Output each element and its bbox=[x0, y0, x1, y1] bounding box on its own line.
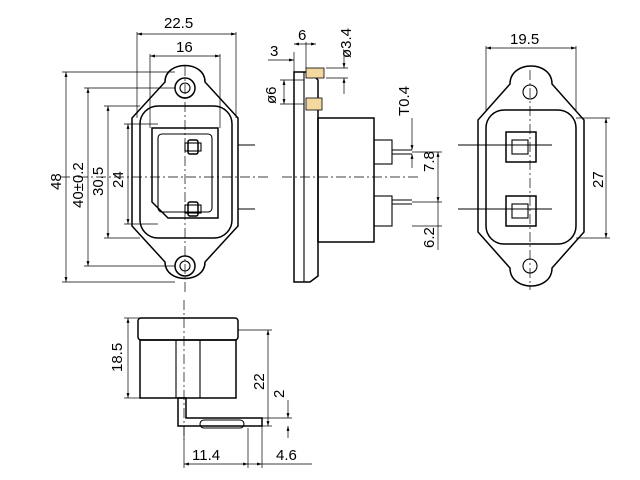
bottom-view: 18.5 22 2 11.4 4.6 bbox=[109, 300, 312, 468]
dim-front-window-height: 24 bbox=[110, 171, 127, 188]
dim-front-hole-spacing: 40±0.2 bbox=[70, 162, 87, 208]
dim-rear-height: 27 bbox=[590, 171, 607, 188]
dim-bottom-terminal: 4.6 bbox=[276, 447, 297, 464]
side-terminal-bottom bbox=[373, 195, 393, 227]
dim-bottom-depth: 22 bbox=[251, 373, 268, 390]
dim-side-pin-low: 6.2 bbox=[421, 227, 438, 248]
front-contact-bottom bbox=[187, 201, 199, 217]
rear-terminal-top bbox=[505, 131, 537, 163]
rear-view: 19.5 27 bbox=[458, 31, 610, 290]
rear-body-outline bbox=[485, 109, 577, 245]
bottom-terminal bbox=[177, 397, 263, 427]
dim-side-terminal-thickness: T0.4 bbox=[396, 86, 413, 116]
dim-side-diameter: ø6 bbox=[263, 86, 280, 104]
side-view: 3 6 ø3.4 ø6 T0.4 7.8 6.2 bbox=[263, 27, 442, 283]
side-body bbox=[317, 117, 375, 243]
rear-terminal-bottom bbox=[505, 195, 537, 227]
bottom-flange bbox=[137, 317, 239, 341]
dim-side-pin-pitch: 7.8 bbox=[421, 151, 438, 172]
dim-front-height: 48 bbox=[48, 173, 65, 190]
dim-front-inner-width: 16 bbox=[176, 39, 193, 56]
side-terminal-top bbox=[373, 139, 393, 165]
dim-bottom-step: 2 bbox=[271, 390, 288, 398]
dim-side-offset: 6 bbox=[298, 27, 306, 44]
rear-flange-outline bbox=[477, 65, 585, 287]
dim-bottom-base: 11.4 bbox=[192, 447, 220, 464]
front-contact-top bbox=[187, 139, 199, 155]
dim-front-width: 22.5 bbox=[164, 15, 193, 32]
dim-side-hole-dia: ø3.4 bbox=[338, 28, 355, 58]
bottom-body bbox=[139, 339, 237, 399]
dim-bottom-height: 18.5 bbox=[109, 343, 126, 372]
dim-front-body-height: 30.5 bbox=[90, 167, 107, 196]
front-flange-outline bbox=[131, 64, 239, 280]
front-body-outline bbox=[139, 105, 233, 239]
front-window bbox=[151, 127, 219, 219]
dim-rear-width: 19.5 bbox=[510, 31, 539, 48]
side-boss-hatch bbox=[305, 67, 325, 79]
front-view: 22.5 16 48 40±0.2 30.5 24 bbox=[48, 15, 270, 294]
dim-side-flange: 3 bbox=[270, 43, 278, 60]
